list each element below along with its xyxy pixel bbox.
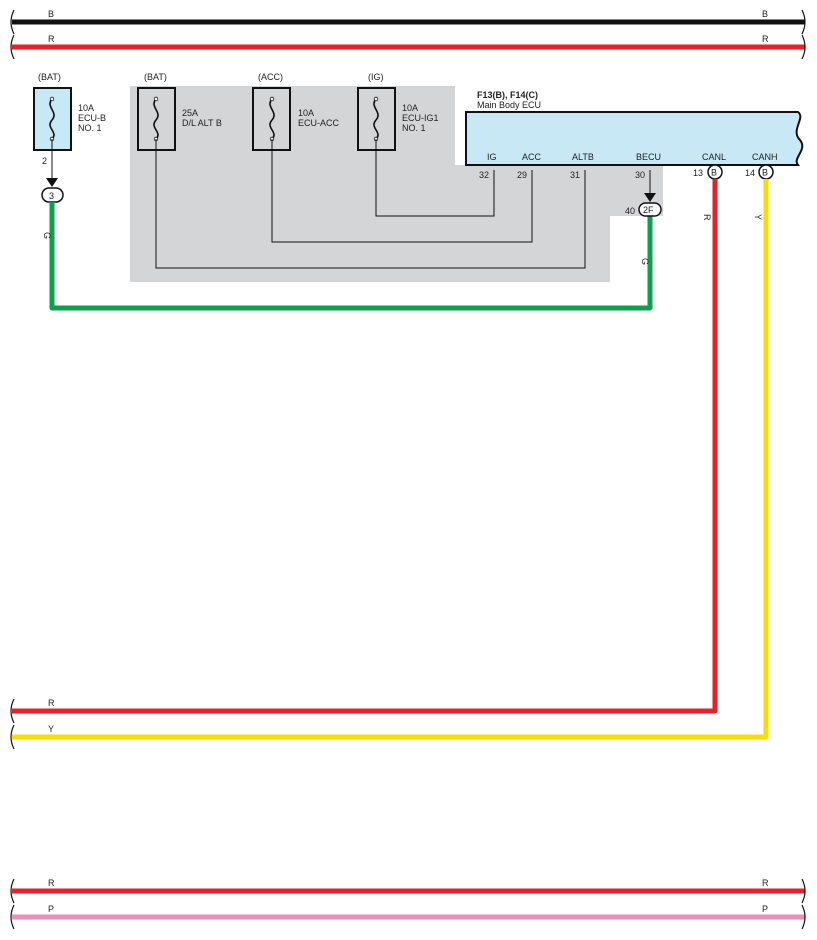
ecu-pin-name: CANH: [752, 152, 778, 162]
connector-label: B: [711, 168, 717, 178]
signal-wire: [155, 139, 586, 269]
fuse-rating: 25A: [182, 108, 198, 118]
connector-label: 2F: [643, 205, 654, 215]
fuse-name: D/L ALT B: [182, 118, 222, 128]
bus-label: P: [48, 904, 54, 914]
break-mark-left: [10, 878, 15, 930]
bottom-bus: R R P P: [10, 878, 806, 930]
fuse-source: (ACC): [258, 72, 283, 82]
bus-label: R: [48, 878, 55, 888]
bus-label: R: [762, 34, 769, 44]
ecu-pin-name: ALTB: [572, 152, 594, 162]
ecu-pin-name: ACC: [522, 152, 542, 162]
wire-label: Y: [753, 214, 763, 220]
fuse-source: (IG): [368, 72, 384, 82]
main-body-ecu: F13(B), F14(C) Main Body ECU IG ACC ALTB…: [465, 90, 804, 180]
bus-label: B: [762, 9, 768, 19]
connector-2f: 40 2F: [625, 202, 662, 217]
fuse-name: ECU-ACC: [298, 118, 340, 128]
wire-label: R: [702, 214, 712, 221]
fuse-icon: [373, 98, 379, 140]
top-bus: B B R R: [10, 9, 806, 60]
internal-wires: [155, 139, 656, 269]
fuse-ecu-ig1: (IG) 10A ECU-IG1 NO. 1: [357, 72, 439, 151]
ecu-pin-number: 32: [479, 170, 489, 180]
fuse-source: (BAT): [38, 72, 61, 82]
junction-label: 3: [49, 191, 54, 201]
ecu-name: Main Body ECU: [477, 100, 541, 110]
bus-label: Y: [48, 724, 54, 734]
pin-number: 2: [42, 156, 47, 166]
bus-label: R: [762, 878, 769, 888]
fuse-rating: 10A: [78, 103, 94, 113]
break-mark-right: [801, 9, 806, 60]
fuse-dl-alt-b: (BAT) 25A D/L ALT B: [137, 72, 222, 151]
arrow-down-icon: [644, 193, 656, 202]
signal-wire: [375, 139, 495, 217]
bus-label: P: [762, 904, 768, 914]
fuse-source: (BAT): [144, 72, 167, 82]
ecu-box: [465, 111, 804, 166]
junction-3: 3: [41, 187, 64, 203]
ecu-pin-name: CANL: [702, 152, 726, 162]
junction-block-area: [130, 86, 663, 282]
bus-label: R: [48, 34, 55, 44]
ecu-pin-number: 14: [745, 168, 755, 178]
fuse-rating: 10A: [298, 108, 314, 118]
fuse-rating: 10A: [402, 103, 418, 113]
wire-label: G: [42, 232, 52, 239]
break-mark-left: [10, 9, 15, 60]
fuse-icon: [49, 98, 55, 140]
break-mark-right: [801, 878, 806, 930]
bus-label: B: [48, 9, 54, 19]
ecu-pin-name: IG: [487, 152, 497, 162]
ecu-ref: F13(B), F14(C): [477, 90, 538, 100]
wire-green: [49, 202, 653, 311]
fuse-icon: [269, 98, 275, 140]
pin-number: 40: [625, 206, 635, 216]
fuse-ecu-b: (BAT) 10A ECU-B NO. 1 2: [33, 72, 106, 166]
ecu-pin-number: 30: [635, 170, 645, 180]
wire-label: G: [640, 258, 650, 265]
fuse-name: ECU-IG1: [402, 113, 439, 123]
ecu-pin-number: 13: [693, 168, 703, 178]
signal-wire: [271, 139, 533, 243]
fuse-name: NO. 1: [402, 123, 426, 133]
ecu-pin-number: 29: [517, 170, 527, 180]
fuse-name: ECU-B: [78, 113, 106, 123]
fuse-icon: [153, 98, 159, 140]
wire-yellow-canh: [12, 179, 769, 740]
fuse-name: NO. 1: [78, 123, 102, 133]
mid-bus: R Y: [10, 698, 55, 750]
break-mark-left: [10, 698, 15, 750]
junction-connector: [638, 202, 662, 217]
arrow-down-icon: [46, 178, 58, 187]
connector-label: B: [762, 168, 768, 178]
ecu-pin-number: 31: [570, 170, 580, 180]
ecu-pin-name: BECU: [636, 152, 661, 162]
wire-red-canl: [12, 179, 718, 714]
bus-label: R: [48, 698, 55, 708]
